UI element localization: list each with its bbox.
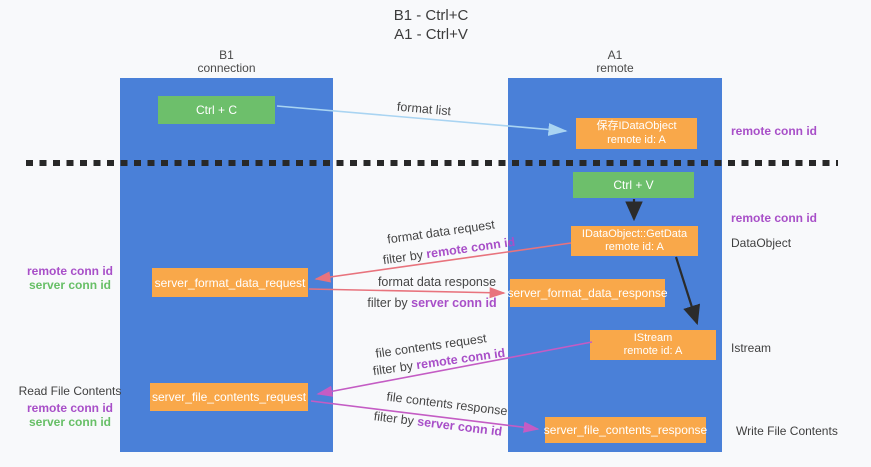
right-write-file-contents: Write File Contents	[736, 424, 838, 438]
lane-b1-name: B1	[219, 48, 234, 62]
lane-a1-name: A1	[607, 48, 623, 62]
left-remote-conn-id-2: remote conn id	[26, 401, 113, 415]
diagram-title: B1 - Ctrl+C A1 - Ctrl+V	[0, 6, 862, 44]
left-server-conn-id-1: server conn id	[28, 278, 112, 292]
session-divider-dashed-line	[26, 160, 838, 166]
node-server-file-contents-response: server_file_contents_response	[543, 417, 708, 443]
node-save-dataobject-line2: remote id: A	[607, 133, 666, 146]
flow-filter-format-response: filter by server conn id	[367, 296, 496, 310]
node-format-response-label: server_format_data_response	[507, 286, 668, 300]
node-server-format-data-request: server_format_data_request	[152, 268, 308, 297]
node-ctrl-v-label: Ctrl + V	[613, 178, 654, 192]
flow-format-response-text: format data response	[377, 275, 497, 289]
flow-format-list-text: format list	[396, 99, 452, 119]
node-istream: IStream remote id: A	[590, 330, 716, 360]
filter-by-text: filter by	[371, 358, 418, 379]
node-file-response-label: server_file_contents_response	[543, 423, 708, 437]
lane-b1-subtitle: connection	[197, 61, 256, 75]
right-remote-conn-id-2: remote conn id	[731, 211, 818, 225]
node-save-dataobject: 保存IDataObject remote id: A	[576, 118, 697, 149]
node-ctrl-c: Ctrl + C	[158, 96, 275, 124]
filter-by-text: filter by	[373, 409, 419, 429]
title-line-2: A1 - Ctrl+V	[394, 26, 468, 43]
node-istream-line2: remote id: A	[623, 345, 683, 357]
node-file-request-label: server_file_contents_request	[151, 390, 307, 404]
filter-key-server-conn-id: server conn id	[411, 296, 497, 310]
lane-header-b1: B1 connection	[120, 49, 333, 75]
lane-a1-subtitle: remote	[596, 61, 634, 75]
right-istream-label: Istream	[731, 341, 772, 355]
node-ctrl-v: Ctrl + V	[573, 172, 694, 198]
left-read-file-contents: Read File Contents	[18, 384, 122, 398]
left-read-file-block: Read File Contents remote conn id server…	[15, 384, 125, 429]
left-remote-conn-id-1: remote conn id	[26, 264, 113, 278]
left-conn-id-block-1: remote conn id server conn id	[22, 264, 118, 292]
title-line-1: B1 - Ctrl+C	[393, 7, 469, 24]
node-getdata-line1: IDataObject::GetData	[581, 227, 688, 240]
filter-key-server-conn-id: server conn id	[416, 414, 503, 439]
node-ctrl-c-label: Ctrl + C	[195, 103, 237, 117]
node-server-file-contents-request: server_file_contents_request	[150, 383, 308, 411]
left-server-conn-id-2: server conn id	[28, 415, 112, 429]
node-istream-line1: IStream	[633, 331, 673, 344]
lane-header-a1: A1 remote	[508, 49, 722, 75]
node-idataobject-getdata: IDataObject::GetData remote id: A	[571, 226, 698, 256]
arrow-format-data-response	[308, 287, 506, 299]
filter-by-text: filter by	[367, 296, 412, 310]
right-dataobject-label: DataObject	[731, 236, 792, 250]
filter-by-text: filter by	[381, 247, 428, 268]
node-server-format-data-response: server_format_data_response	[507, 279, 668, 307]
flow-label-format-data-response: format data response	[378, 275, 496, 289]
node-save-dataobject-line1: 保存IDataObject	[596, 120, 677, 132]
node-getdata-line2: remote id: A	[605, 241, 664, 253]
flow-label-format-list: format list	[396, 100, 451, 119]
right-remote-conn-id-1: remote conn id	[731, 124, 818, 138]
node-format-request-label: server_format_data_request	[154, 275, 306, 290]
